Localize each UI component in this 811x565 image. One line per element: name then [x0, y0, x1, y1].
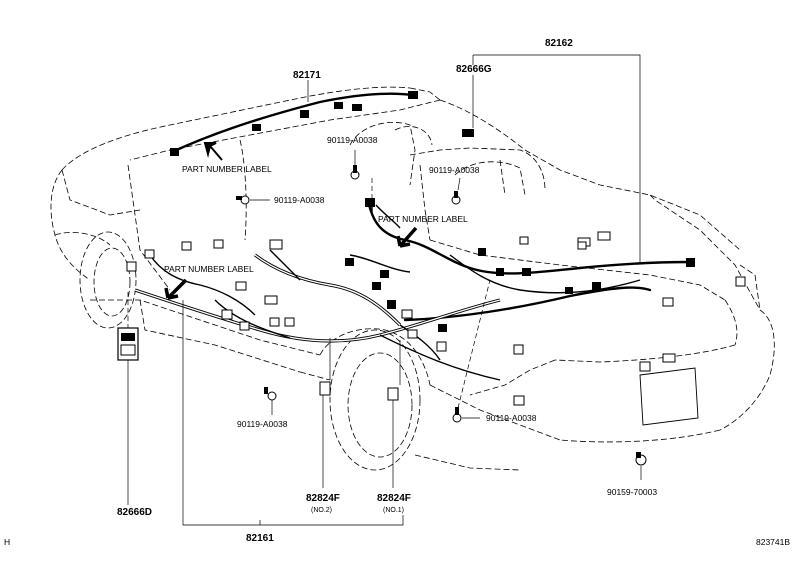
callout-part-number-label-center: PART NUMBER LABEL: [378, 214, 468, 224]
bolt-icon: [264, 387, 277, 401]
part-number-82666d: 82666D: [117, 507, 152, 518]
bolt-icon: [451, 191, 461, 205]
part-number-82171: 82171: [293, 70, 321, 81]
sub-label-no2: (NO.2): [311, 507, 332, 514]
arrow-icon: [396, 226, 418, 248]
arrow-icon: [203, 142, 223, 161]
callout-part-number-label-floor: PART NUMBER LABEL: [164, 264, 254, 274]
part-number-90119-lower-right: 90119-A0038: [486, 413, 537, 423]
junction-block-82666d: [117, 327, 139, 361]
part-labels: 82162 82666G 82171 90119-A0038 90119-A00…: [4, 38, 790, 547]
part-number-90119-left: 90119-A0038: [274, 195, 325, 205]
roof-harness-82171: [170, 91, 418, 156]
sub-label-no1: (NO.1): [383, 507, 404, 514]
part-number-90119-right: 90119-A0038: [429, 165, 480, 175]
arrow-icons: [164, 142, 418, 300]
illustration-id: 823741B: [756, 537, 790, 547]
callout-part-number-label-roof: PART NUMBER LABEL: [182, 164, 272, 174]
arrow-icon: [164, 278, 188, 300]
part-number-82162: 82162: [545, 38, 573, 49]
bolt-icon: [452, 407, 462, 423]
bolt-icons: [236, 165, 647, 466]
corner-mark: H: [4, 537, 10, 547]
part-number-90119-top: 90119-A0038: [327, 135, 378, 145]
car-body-outline: [50, 86, 775, 471]
bolt-icon: [635, 452, 647, 466]
bolt-icon: [350, 165, 360, 180]
part-number-82824f-no1: 82824F: [377, 493, 411, 504]
part-number-82824f-no2: 82824F: [306, 493, 340, 504]
part-number-90159-70003: 90159-70003: [607, 487, 657, 497]
floor-harness-82161: [126, 239, 501, 401]
main-harness-82162: [345, 129, 746, 406]
part-number-90119-lower-left: 90119-A0038: [237, 419, 288, 429]
part-number-82666g: 82666G: [456, 64, 492, 75]
part-number-82161: 82161: [246, 533, 274, 544]
bolt-icon: [236, 195, 250, 205]
leader-lines: [127, 54, 642, 526]
